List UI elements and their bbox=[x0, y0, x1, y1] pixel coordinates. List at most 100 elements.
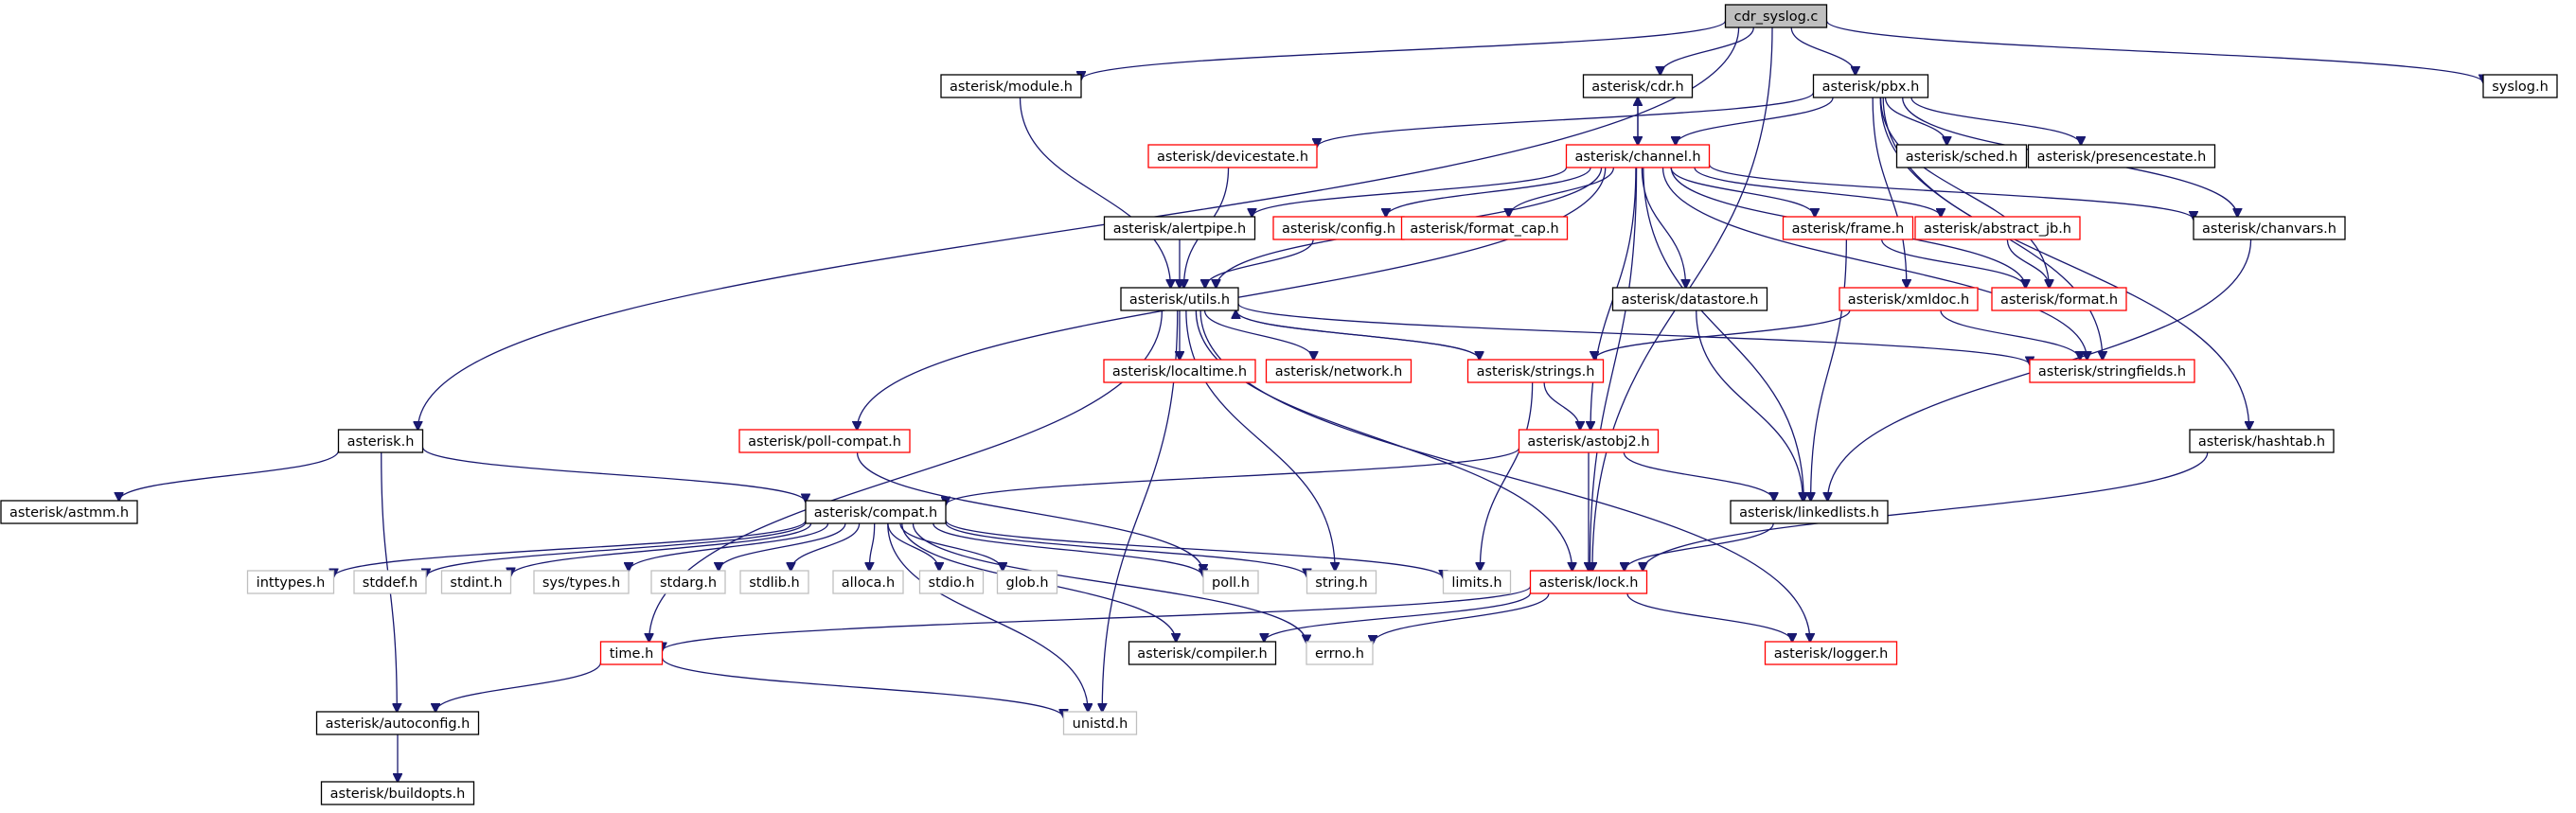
node-time-h[interactable]: time.h bbox=[599, 641, 664, 665]
edge-asterisk-utils-h-to-asterisk-network-h bbox=[1203, 309, 1314, 360]
node-asterisk-sched-h[interactable]: asterisk/sched.h bbox=[1895, 144, 2028, 168]
edge-asterisk-channel-h-to-asterisk-format-cap-h bbox=[1509, 167, 1615, 217]
node-stdint-h[interactable]: stdint.h bbox=[440, 570, 512, 594]
node-inttypes-h[interactable]: inttypes.h bbox=[246, 570, 335, 594]
node-asterisk-astobj2-h[interactable]: asterisk/astobj2.h bbox=[1518, 429, 1660, 453]
node-asterisk-linkedlists-h[interactable]: asterisk/linkedlists.h bbox=[1730, 500, 1889, 524]
node-glob-h[interactable]: glob.h bbox=[996, 570, 1058, 594]
node-box bbox=[1128, 641, 1277, 665]
node-asterisk-config-h[interactable]: asterisk/config.h bbox=[1272, 216, 1405, 240]
edge-asterisk-compat-h-to-limits-h bbox=[945, 520, 1444, 578]
edges-layer bbox=[119, 20, 2483, 782]
node-box bbox=[1895, 144, 2028, 168]
node-asterisk-compat-h[interactable]: asterisk/compat.h bbox=[805, 500, 947, 524]
node-stddef-h[interactable]: stddef.h bbox=[353, 570, 427, 594]
node-box bbox=[739, 570, 809, 594]
node-asterisk-devicestate-h[interactable]: asterisk/devicestate.h bbox=[1147, 144, 1318, 168]
edge-asterisk-pbx-h-to-asterisk-sched-h bbox=[1884, 97, 1947, 145]
node-label: asterisk/sched.h bbox=[1906, 150, 2018, 165]
node-box bbox=[1782, 216, 1914, 240]
node-label: time.h bbox=[610, 646, 654, 662]
edge-asterisk-channel-h-to-asterisk-alertpipe-h bbox=[1252, 167, 1568, 217]
node-asterisk-hashtab-h[interactable]: asterisk/hashtab.h bbox=[2189, 429, 2335, 453]
node-string-h[interactable]: string.h bbox=[1306, 570, 1377, 594]
node-asterisk-module-h[interactable]: asterisk/module.h bbox=[940, 74, 1082, 98]
node-asterisk-format-h[interactable]: asterisk/format.h bbox=[1991, 287, 2127, 311]
edge-asterisk-channel-h-to-asterisk-frame-h bbox=[1670, 167, 1815, 217]
node-unistd-h[interactable]: unistd.h bbox=[1062, 711, 1138, 735]
edge-cdr-syslog-c-to-asterisk-h bbox=[417, 27, 1740, 430]
node-asterisk-compiler-h[interactable]: asterisk/compiler.h bbox=[1128, 641, 1277, 665]
edge-asterisk-channel-h-to-asterisk-lock-h bbox=[1590, 167, 1638, 571]
node-label: asterisk/hashtab.h bbox=[2198, 434, 2325, 450]
node-label: asterisk/chanvars.h bbox=[2202, 221, 2336, 237]
node-asterisk-channel-h[interactable]: asterisk/channel.h bbox=[1565, 144, 1711, 168]
node-asterisk-frame-h[interactable]: asterisk/frame.h bbox=[1782, 216, 1914, 240]
edge-asterisk-channel-h-to-asterisk-chanvars-h bbox=[1708, 164, 2194, 220]
node-label: asterisk/abstract_jb.h bbox=[1924, 221, 2071, 237]
node-stdio-h[interactable]: stdio.h bbox=[918, 570, 985, 594]
node-sys-types-h[interactable]: sys/types.h bbox=[533, 570, 630, 594]
node-box bbox=[1724, 4, 1828, 28]
node-label: asterisk/pbx.h bbox=[1822, 80, 1920, 95]
node-label: asterisk/stringfields.h bbox=[2038, 364, 2186, 380]
edge-asterisk-compat-h-to-alloca-h bbox=[869, 522, 876, 571]
node-stdlib-h[interactable]: stdlib.h bbox=[739, 570, 809, 594]
node-asterisk-poll-compat-h[interactable]: asterisk/poll-compat.h bbox=[738, 429, 911, 453]
node-alloca-h[interactable]: alloca.h bbox=[832, 570, 904, 594]
node-limits-h[interactable]: limits.h bbox=[1442, 570, 1512, 594]
node-asterisk-format-cap-h[interactable]: asterisk/format_cap.h bbox=[1400, 216, 1569, 240]
node-label: stdint.h bbox=[450, 575, 502, 591]
node-asterisk-network-h[interactable]: asterisk/network.h bbox=[1265, 359, 1412, 383]
node-poll-h[interactable]: poll.h bbox=[1202, 570, 1259, 594]
node-errno-h[interactable]: errno.h bbox=[1306, 641, 1374, 665]
node-label: cdr_syslog.c bbox=[1734, 9, 1819, 25]
node-asterisk-chanvars-h[interactable]: asterisk/chanvars.h bbox=[2193, 216, 2346, 240]
node-label: asterisk/localtime.h bbox=[1112, 364, 1247, 380]
node-label: asterisk/astmm.h bbox=[9, 505, 129, 521]
node-box bbox=[1265, 359, 1412, 383]
node-cdr-syslog-c[interactable]: cdr_syslog.c bbox=[1724, 4, 1828, 28]
node-asterisk-h[interactable]: asterisk.h bbox=[337, 429, 424, 453]
node-asterisk-cdr-h[interactable]: asterisk/cdr.h bbox=[1582, 74, 1694, 98]
edge-asterisk-abstract-jb-h-to-asterisk-format-h bbox=[2006, 239, 2049, 288]
node-asterisk-astmm-h[interactable]: asterisk/astmm.h bbox=[0, 500, 138, 524]
node-box bbox=[1306, 570, 1377, 594]
node-asterisk-autoconfig-h[interactable]: asterisk/autoconfig.h bbox=[315, 711, 480, 735]
node-asterisk-stringfields-h[interactable]: asterisk/stringfields.h bbox=[2029, 359, 2195, 383]
node-box bbox=[0, 500, 138, 524]
node-asterisk-datastore-h[interactable]: asterisk/datastore.h bbox=[1611, 287, 1768, 311]
node-asterisk-alertpipe-h[interactable]: asterisk/alertpipe.h bbox=[1103, 216, 1256, 240]
node-asterisk-utils-h[interactable]: asterisk/utils.h bbox=[1120, 287, 1239, 311]
node-asterisk-logger-h[interactable]: asterisk/logger.h bbox=[1764, 641, 1898, 665]
node-asterisk-xmldoc-h[interactable]: asterisk/xmldoc.h bbox=[1839, 287, 1979, 311]
node-asterisk-strings-h[interactable]: asterisk/strings.h bbox=[1466, 359, 1605, 383]
node-box bbox=[1120, 287, 1239, 311]
node-asterisk-buildopts-h[interactable]: asterisk/buildopts.h bbox=[320, 781, 475, 805]
edge-asterisk-frame-h-to-asterisk-linkedlists-h bbox=[1811, 239, 1848, 501]
edge-asterisk-utils-h-to-string-h bbox=[1185, 309, 1335, 571]
node-asterisk-abstract-jb-h[interactable]: asterisk/abstract_jb.h bbox=[1914, 216, 2081, 240]
edge-asterisk-datastore-h-to-asterisk-linkedlists-h bbox=[1696, 309, 1803, 501]
edge-asterisk-astobj2-h-to-asterisk-compat-h bbox=[946, 447, 1520, 504]
edge-asterisk-channel-h-to-asterisk-stringfields-h bbox=[1661, 167, 2087, 360]
node-box bbox=[337, 429, 424, 453]
node-label: asterisk/frame.h bbox=[1792, 221, 1905, 237]
node-asterisk-presencestate-h[interactable]: asterisk/presencestate.h bbox=[2027, 144, 2216, 168]
node-box bbox=[320, 781, 475, 805]
node-box bbox=[1764, 641, 1898, 665]
node-box bbox=[1306, 641, 1374, 665]
edge-asterisk-xmldoc-h-to-asterisk-stringfields-h bbox=[1940, 309, 2080, 360]
node-asterisk-pbx-h[interactable]: asterisk/pbx.h bbox=[1812, 74, 1929, 98]
node-stdarg-h[interactable]: stdarg.h bbox=[650, 570, 726, 594]
node-asterisk-localtime-h[interactable]: asterisk/localtime.h bbox=[1103, 359, 1256, 383]
edge-asterisk-compat-h-to-stdlib-h bbox=[791, 522, 861, 571]
node-label: asterisk.h bbox=[347, 434, 415, 450]
edge-time-h-to-asterisk-autoconfig-h bbox=[435, 662, 602, 712]
edge-asterisk-lock-h-to-errno-h bbox=[1373, 592, 1550, 644]
edge-asterisk-compat-h-to-stdarg-h bbox=[719, 522, 846, 571]
node-label: string.h bbox=[1315, 575, 1367, 591]
node-syslog-h[interactable]: syslog.h bbox=[2482, 74, 2558, 98]
node-label: unistd.h bbox=[1073, 716, 1128, 732]
node-asterisk-lock-h[interactable]: asterisk/lock.h bbox=[1529, 570, 1648, 594]
